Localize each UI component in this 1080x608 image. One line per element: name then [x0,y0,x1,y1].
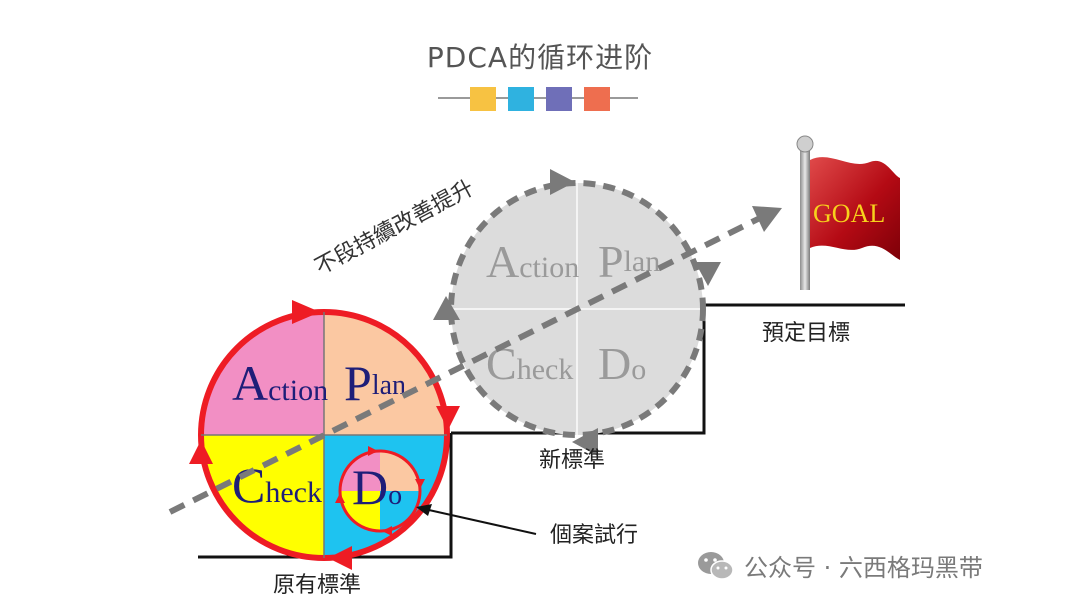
main-action-small: ction [268,374,328,407]
goal-flag: GOAL [796,135,900,290]
svg-text:Do: Do [598,338,646,389]
svg-text:Do: Do [352,459,402,515]
upper-plan-small: lan [624,245,661,278]
decor-square-orange [584,87,610,111]
main-check-big: C [232,457,265,513]
trial-pointer-line [419,507,537,535]
svg-text:Plan: Plan [598,236,660,287]
title-decoration [438,87,638,111]
svg-text:Action: Action [232,355,328,411]
main-pdca-cycle: Action Plan Check Do [189,300,460,570]
main-plan-big: P [344,355,372,411]
svg-text:Action: Action [486,236,579,287]
svg-text:Check: Check [232,457,322,513]
main-action-big: A [232,355,268,411]
main-plan-small: lan [372,370,406,401]
improvement-arrow [168,215,762,515]
decor-square-blue [508,87,534,111]
upper-plan-big: P [598,236,624,287]
label-target: 預定目標 [762,321,850,346]
flag-pole [800,145,810,290]
page-title: PDCA的循环进阶 [426,41,654,74]
improvement-arrowhead [752,206,782,232]
upper-action-big: A [486,236,519,287]
svg-text:Plan: Plan [344,355,406,411]
label-original-standard: 原有標準 [273,573,361,598]
upper-do-small: o [631,353,646,386]
wechat-icon [698,551,734,580]
decor-square-yellow [470,87,496,111]
label-new-standard: 新標準 [539,448,605,473]
main-do-small: o [388,480,402,511]
flag-cloth [810,157,900,260]
standard-step-lines [198,303,905,559]
upper-action-small: ction [519,251,579,284]
diagonal-label: 不段持續改善提升 [311,176,478,281]
original-standard-line [198,433,453,559]
decor-square-purple [546,87,572,111]
main-do-big: D [352,459,388,515]
watermark-text: 公众号 · 六西格玛黑带 [744,554,983,582]
flag-goal-text: GOAL [813,199,885,228]
new-standard-line [451,305,706,435]
upper-do-big: D [598,338,631,389]
label-trial: 個案試行 [550,523,638,548]
main-check-small: heck [265,476,322,509]
watermark: 公众号 · 六西格玛黑带 [696,548,983,583]
svg-text:Check: Check [486,338,573,389]
upper-check-small: heck [517,353,574,386]
